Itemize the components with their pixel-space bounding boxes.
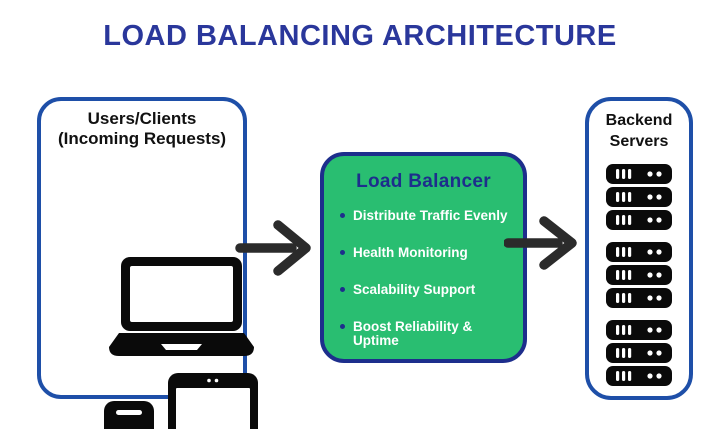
clients-title-line1: Users/Clients xyxy=(87,109,197,128)
feature-label: Scalability Support xyxy=(353,282,476,297)
arrow-right-icon xyxy=(235,220,311,276)
backend-box: Backend Servers xyxy=(585,97,693,400)
feature-label: Distribute Traffic Evenly xyxy=(353,208,508,223)
server-icon xyxy=(606,320,672,340)
clients-box-title: Users/Clients (Incoming Requests) xyxy=(41,101,243,149)
server-icon xyxy=(606,343,672,363)
feature-label: Boost Reliability & Uptime xyxy=(353,319,473,348)
server-stack xyxy=(606,164,672,230)
feature-item: Health Monitoring xyxy=(340,246,515,260)
feature-item: Boost Reliability & Uptime xyxy=(340,320,515,348)
feature-label: Health Monitoring xyxy=(353,245,468,260)
laptop-icon xyxy=(109,257,254,356)
clients-title-line2: (Incoming Requests) xyxy=(57,129,227,148)
server-stack xyxy=(606,320,672,386)
server-stack xyxy=(606,242,672,308)
tablet-icon xyxy=(168,373,258,429)
feature-item: Scalability Support xyxy=(340,283,515,297)
smartphone-icon xyxy=(104,401,154,429)
load-balancer-box: Load Balancer Distribute Traffic Evenly … xyxy=(320,152,527,363)
bullet-dot xyxy=(340,287,345,292)
clients-box: Users/Clients (Incoming Requests) xyxy=(37,97,258,429)
bullet-dot xyxy=(340,250,345,255)
backend-title-line2: Servers xyxy=(609,133,669,150)
load-balancer-feature-list: Distribute Traffic Evenly Health Monitor… xyxy=(324,209,523,348)
server-icon xyxy=(606,366,672,386)
server-icon xyxy=(606,187,672,207)
backend-box-title: Backend Servers xyxy=(589,101,689,152)
server-icon xyxy=(606,288,672,308)
server-icon xyxy=(606,265,672,285)
server-icon xyxy=(606,164,672,184)
backend-title-line1: Backend xyxy=(605,112,673,129)
bullet-dot xyxy=(340,324,345,329)
server-icon xyxy=(606,210,672,230)
page-title: LOAD BALANCING ARCHITECTURE xyxy=(103,20,617,52)
bullet-dot xyxy=(340,213,345,218)
arrow-right-icon xyxy=(504,216,577,270)
load-balancer-title: Load Balancer xyxy=(356,171,491,192)
feature-item: Distribute Traffic Evenly xyxy=(340,209,515,223)
server-groups xyxy=(589,164,689,386)
server-icon xyxy=(606,242,672,262)
